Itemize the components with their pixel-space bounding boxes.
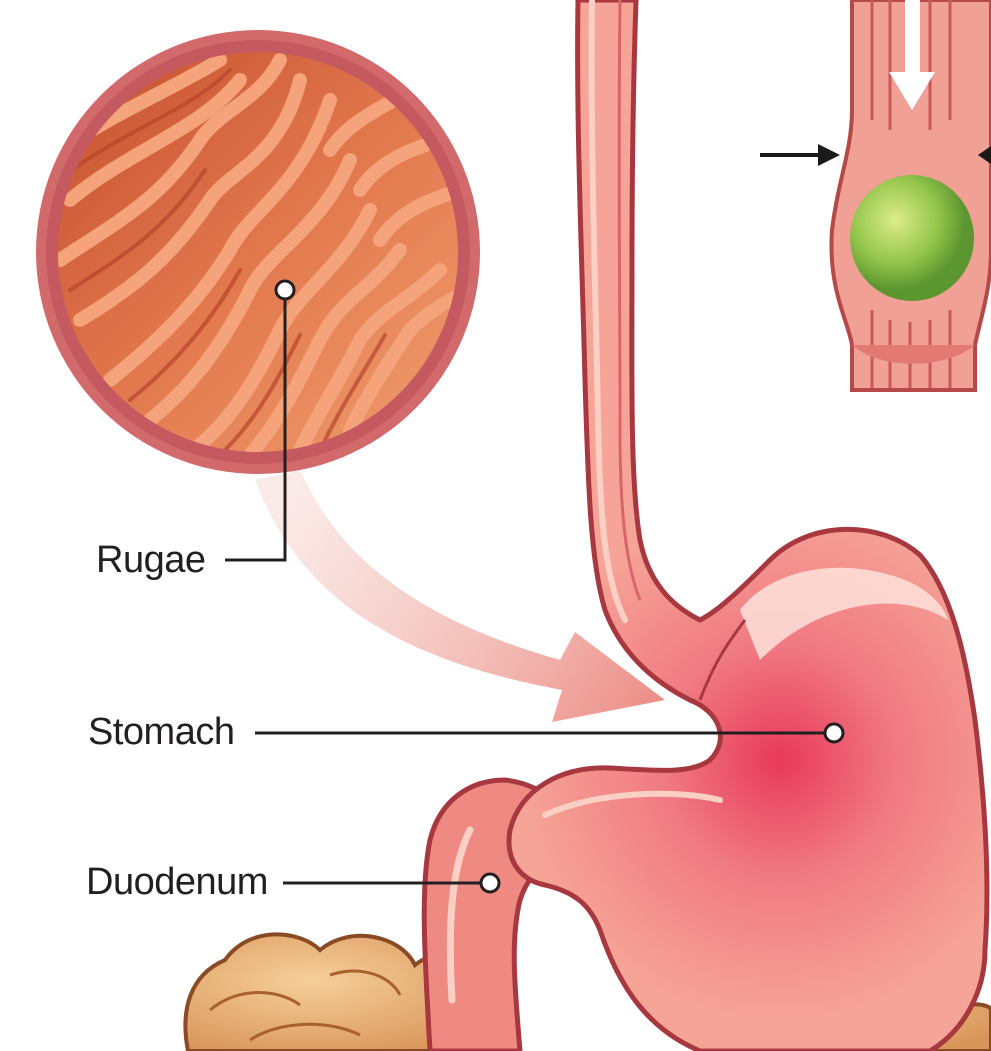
rugae-marker	[276, 281, 294, 299]
duodenum-label: Duodenum	[86, 861, 268, 903]
rugae-magnifier	[36, 30, 480, 474]
stomach-label: Stomach	[88, 711, 234, 753]
duodenum-marker	[481, 874, 499, 892]
food-bolus-icon	[850, 175, 974, 301]
stomach-marker	[825, 724, 843, 742]
peristalsis-inset	[760, 0, 991, 390]
rugae-label: Rugae	[96, 539, 205, 581]
